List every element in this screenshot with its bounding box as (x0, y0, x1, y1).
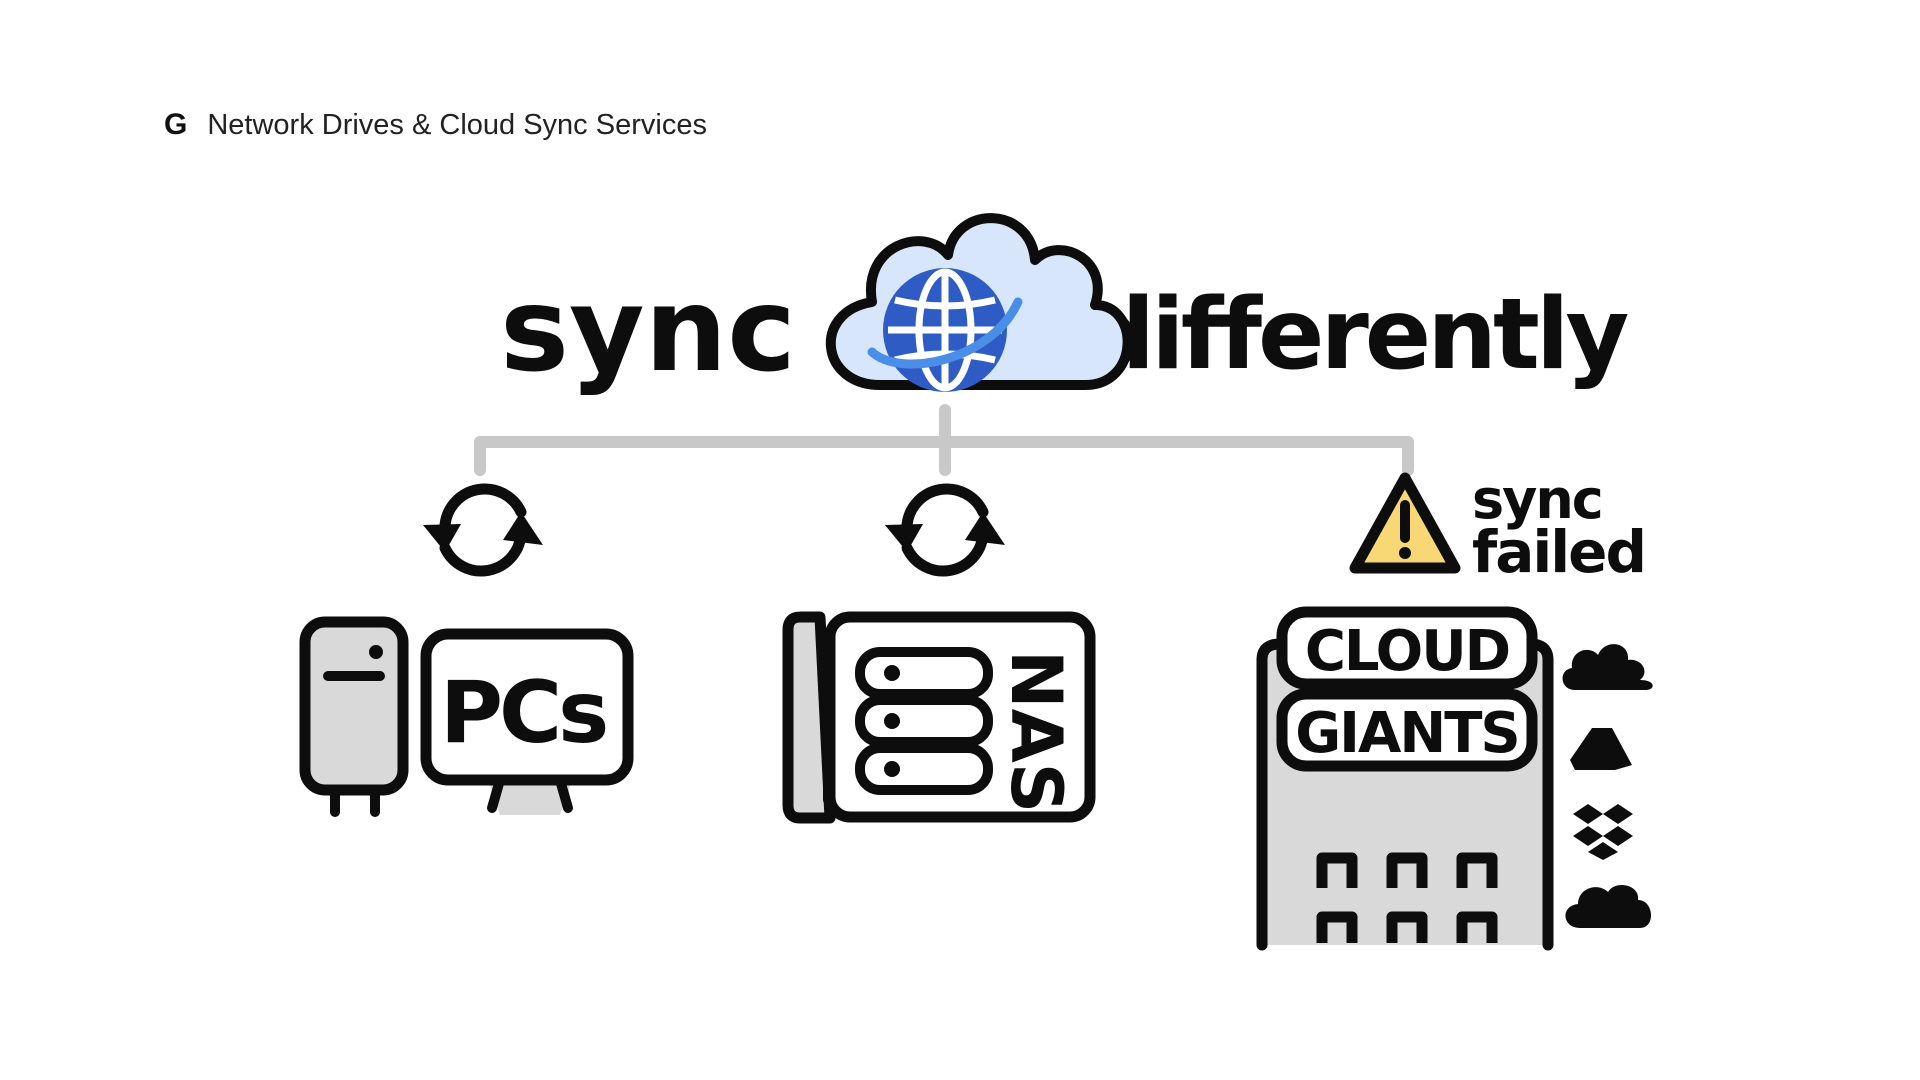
cloud-giants-building (1256, 606, 1554, 951)
pcs-device (299, 616, 634, 817)
nas-label: NAS (995, 650, 1077, 813)
cloud-icon (1562, 644, 1653, 690)
giants-label: GIANTS (1295, 701, 1519, 766)
brand-logo: G (164, 108, 188, 141)
cloud-globe-icon (826, 213, 1133, 392)
warning-icon (1349, 472, 1461, 574)
connector-lines (474, 404, 1414, 476)
headline-differently: differently (1085, 278, 1628, 392)
sync-failed-line2: failed (1472, 518, 1645, 586)
header: G Network Drives & Cloud Sync Services (164, 108, 707, 142)
onedrive-icon (1565, 885, 1652, 928)
nas-device (782, 611, 1096, 824)
sync-arrows-icon (885, 483, 1005, 577)
sync-failed-line1: sync (1472, 468, 1602, 531)
headline-sync: sync (500, 263, 796, 398)
pcs-label: PCs (440, 663, 606, 763)
cloud-label: CLOUD (1305, 619, 1509, 684)
dropbox-icon (1573, 804, 1633, 860)
drive-icon (1570, 728, 1632, 770)
sync-arrows-icon (423, 483, 543, 577)
page-title: Network Drives & Cloud Sync Services (207, 108, 707, 141)
